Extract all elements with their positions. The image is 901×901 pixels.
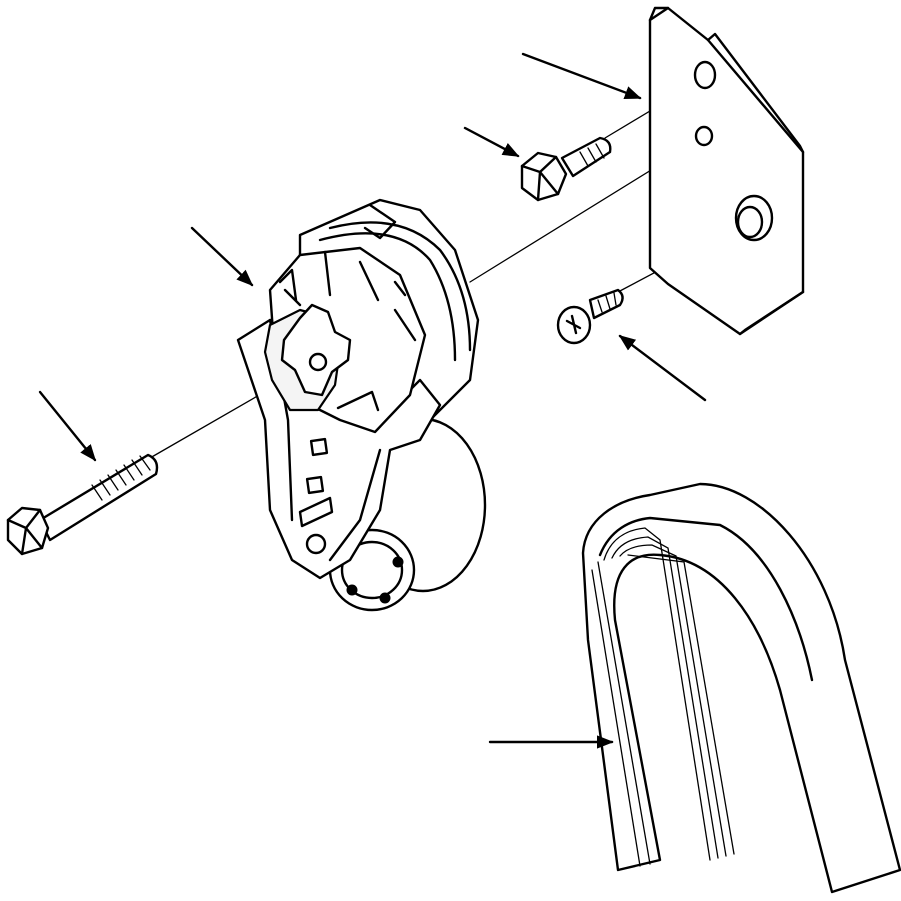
belt-tensioner <box>236 198 487 612</box>
callout-arrows <box>38 52 707 749</box>
callout-arrow-long-bolt <box>38 390 97 462</box>
callout-arrow-short-bolt <box>463 126 520 158</box>
flange-bolt-long <box>6 453 159 556</box>
countersunk-screw <box>556 288 624 345</box>
serpentine-belt <box>581 482 901 894</box>
callout-arrow-tensioner <box>190 226 254 287</box>
mounting-bracket <box>648 6 805 336</box>
callout-arrow-bracket <box>521 52 642 100</box>
flange-bolt-short <box>520 136 612 202</box>
callout-arrow-screw <box>618 334 707 402</box>
